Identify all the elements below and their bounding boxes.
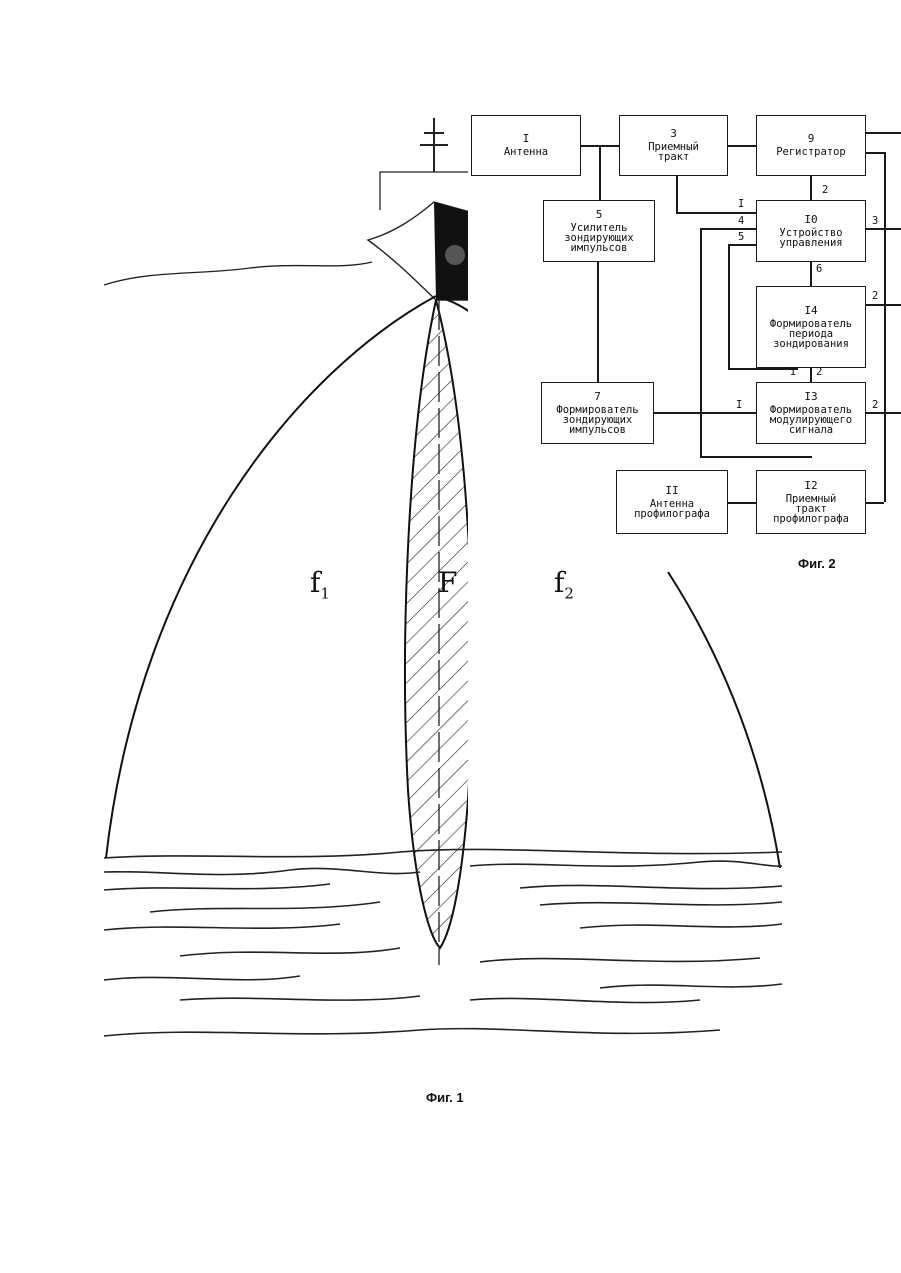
port-label: 6 (816, 263, 822, 275)
port-label: 3 (872, 215, 878, 227)
wire-14-13 (810, 368, 812, 382)
wide-beam-right (668, 572, 780, 868)
wire-4-h (700, 228, 756, 230)
block-profilograph-receive-path: I2Приемный тракт профилографа (756, 470, 866, 534)
wire-14-right (866, 304, 901, 306)
wire-5-v (728, 244, 730, 368)
port-label: I (738, 198, 744, 210)
port-label: 2 (872, 290, 878, 302)
wire-right-bus (884, 152, 886, 502)
wire-4-v (700, 228, 702, 456)
port-label: 2 (822, 184, 828, 196)
wire-3-10-h (676, 212, 756, 214)
water-surface-line (104, 262, 372, 285)
wire-10-14 (810, 262, 812, 286)
wire-10-right (866, 228, 901, 230)
beam-label-f2: f2 (554, 566, 574, 603)
ship-hull (368, 202, 470, 300)
port-label: 2 (816, 366, 822, 378)
wire-12-bus (866, 502, 884, 504)
block-period-former: I4Формирователь периода зондирования (756, 286, 866, 368)
wire-10-9 (810, 176, 812, 200)
wire-11-12 (728, 502, 756, 504)
cable-line (380, 172, 468, 210)
wire-13-7 (654, 412, 756, 414)
port-label: 4 (738, 215, 744, 227)
block-profilograph-antenna: IIАнтенна профилографа (616, 470, 728, 534)
block-recorder: 9Регистратор (756, 115, 866, 176)
wire-5-up (599, 145, 601, 201)
block-control-unit: I0Устройство управления (756, 200, 866, 262)
port-label: 5 (738, 231, 744, 243)
wire-4-bottom (700, 456, 812, 458)
port-label: 2 (872, 399, 878, 411)
block-modulating-signal-former: I3Формирователь модулирующего сигнала (756, 382, 866, 444)
figure-2-caption: Фиг. 2 (798, 556, 836, 571)
block-pulse-former: 7Формирователь зондирующих импульсов (541, 382, 654, 444)
wire-5-to13 (728, 368, 798, 370)
beam-label-F: F (438, 566, 457, 599)
block-antenna: IАнтенна (471, 115, 581, 176)
wire-5-h (728, 244, 756, 246)
port-label: I (790, 366, 796, 378)
port-label: I (736, 399, 742, 411)
wire-3-9 (728, 145, 756, 147)
wire-7-5 (597, 262, 599, 382)
wire-9-right (866, 132, 901, 134)
figure-1-caption: Фиг. 1 (426, 1090, 464, 1105)
wide-beam-left (106, 296, 436, 858)
wire-bus-9 (866, 152, 884, 154)
block-receive-path: 3Приемный тракт (619, 115, 728, 176)
wire-13-right (866, 412, 901, 414)
beam-label-f1: f1 (310, 566, 330, 603)
wire-3-10 (676, 176, 678, 212)
block-pulse-amplifier: 5Усилитель зондирующих импульсов (543, 200, 655, 262)
